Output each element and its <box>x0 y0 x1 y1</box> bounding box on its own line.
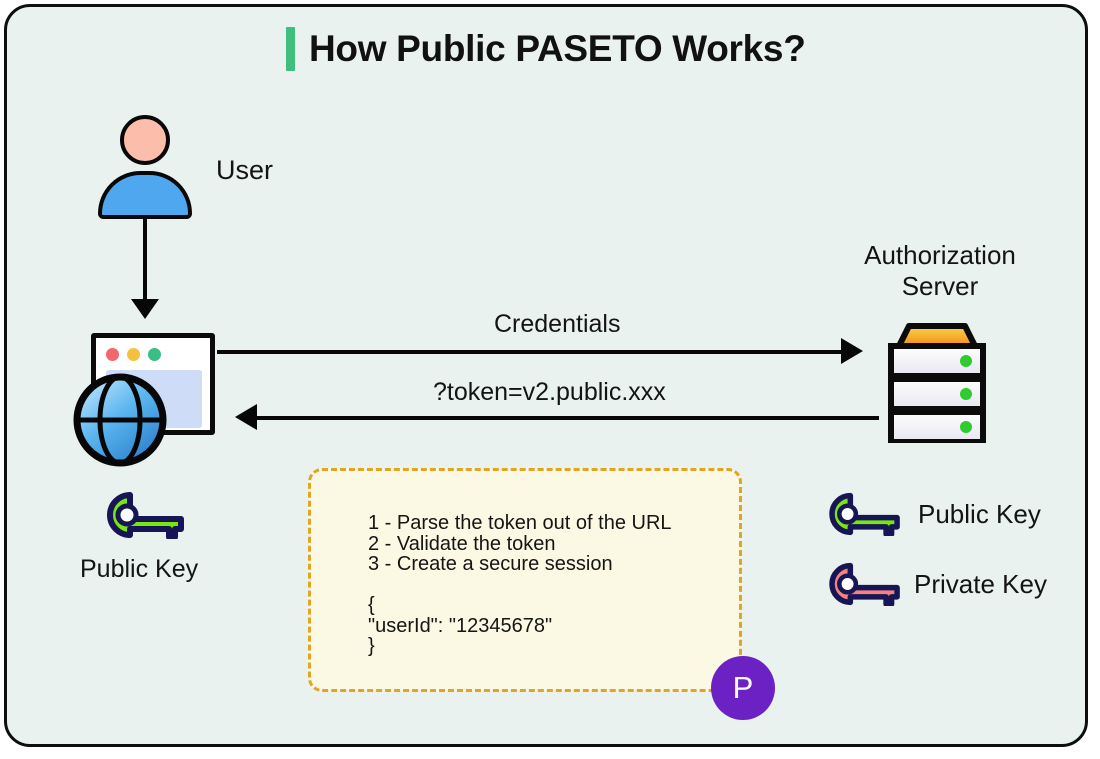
credentials-arrow-line <box>217 350 857 354</box>
user-body-shape <box>98 171 192 219</box>
legend-public-key-icon <box>829 492 900 536</box>
page-title: How Public PASETO Works? <box>286 27 806 71</box>
token-label: ?token=v2.public.xxx <box>433 378 666 406</box>
globe-icon <box>73 373 167 467</box>
paseto-badge-letter: P <box>732 670 754 705</box>
legend-private-key-label: Private Key <box>914 569 1047 599</box>
browser-public-key-label: Public Key <box>80 555 199 583</box>
token-arrow-head <box>235 404 257 430</box>
credentials-label: Credentials <box>494 310 621 338</box>
public-key-icon <box>107 492 184 539</box>
browser-dot-red-icon <box>106 348 119 361</box>
steps-text: 1 - Parse the token out of the URL 2 - V… <box>368 512 672 657</box>
user-to-browser-arrow-head <box>131 299 159 319</box>
paseto-badge: P <box>711 656 775 720</box>
user-icon <box>95 115 195 221</box>
server-icon <box>888 323 986 443</box>
diagram-frame: How Public PASETO Works? User <box>4 4 1088 747</box>
steps-box: 1 - Parse the token out of the URL 2 - V… <box>308 468 742 692</box>
server-label: Authorization Server <box>864 240 1016 301</box>
legend-public-key-label: Public Key <box>918 499 1041 529</box>
title-text: How Public PASETO Works? <box>309 28 806 69</box>
token-arrow-line <box>247 416 879 420</box>
title-accent-bar <box>286 27 295 71</box>
credentials-arrow-head <box>841 338 863 364</box>
browser-dot-yellow-icon <box>127 348 140 361</box>
user-to-browser-arrow-line <box>143 219 147 305</box>
legend-private-key-icon <box>829 562 900 606</box>
user-label: User <box>216 155 274 185</box>
user-head-shape <box>120 115 170 165</box>
browser-dot-green-icon <box>148 348 161 361</box>
